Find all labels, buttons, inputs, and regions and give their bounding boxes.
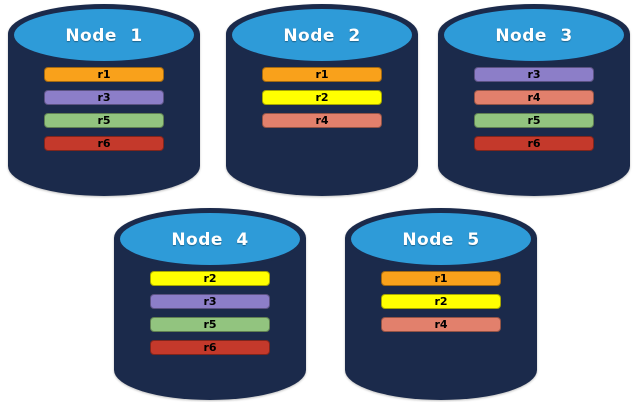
replica-bar-label: r5 bbox=[203, 318, 217, 331]
replica-bar-r3: r3 bbox=[474, 67, 594, 82]
replica-bar-label: r6 bbox=[527, 137, 541, 150]
node-4-replica-list: r2 r3 r5 r6 bbox=[150, 271, 270, 355]
node-5-replica-list: r1 r2 r4 bbox=[381, 271, 501, 332]
node-2-title: Node 2 bbox=[283, 26, 361, 46]
replica-bar-r5: r5 bbox=[474, 113, 594, 128]
replica-bar-label: r1 bbox=[97, 68, 111, 81]
replica-bar-label: r2 bbox=[434, 295, 448, 308]
replica-bar-r2: r2 bbox=[381, 294, 501, 309]
node-2-replica-list: r1 r2 r4 bbox=[262, 67, 382, 128]
node-3-cylinder: Node 3 r3 r4 r5 r6 bbox=[438, 4, 630, 196]
replica-bar-label: r3 bbox=[203, 295, 217, 308]
replica-bar-r5: r5 bbox=[150, 317, 270, 332]
node-3-replica-list: r3 r4 r5 r6 bbox=[474, 67, 594, 151]
replica-bar-r1: r1 bbox=[44, 67, 164, 82]
replica-bar-r6: r6 bbox=[44, 136, 164, 151]
node-4-cylinder: Node 4 r2 r3 r5 r6 bbox=[114, 208, 306, 400]
replica-bar-r1: r1 bbox=[381, 271, 501, 286]
node-5-cylinder-top: Node 5 bbox=[348, 210, 534, 268]
replica-bar-label: r4 bbox=[315, 114, 329, 127]
replica-bar-r3: r3 bbox=[150, 294, 270, 309]
node-1-cylinder: Node 1 r1 r3 r5 r6 bbox=[8, 4, 200, 196]
replica-bar-label: r6 bbox=[203, 341, 217, 354]
replica-bar-r6: r6 bbox=[474, 136, 594, 151]
replica-bar-label: r1 bbox=[434, 272, 448, 285]
replica-bar-label: r1 bbox=[315, 68, 329, 81]
replica-bar-r5: r5 bbox=[44, 113, 164, 128]
replica-bar-r2: r2 bbox=[262, 90, 382, 105]
node-3-cylinder-top: Node 3 bbox=[441, 6, 627, 64]
replica-bar-r2: r2 bbox=[150, 271, 270, 286]
replica-bar-label: r2 bbox=[203, 272, 217, 285]
node-1-replica-list: r1 r3 r5 r6 bbox=[44, 67, 164, 151]
node-5-title: Node 5 bbox=[402, 230, 480, 250]
replica-bar-label: r4 bbox=[527, 91, 541, 104]
replica-bar-label: r4 bbox=[434, 318, 448, 331]
replica-bar-label: r5 bbox=[97, 114, 111, 127]
node-1-title: Node 1 bbox=[65, 26, 143, 46]
replica-bar-label: r2 bbox=[315, 91, 329, 104]
node-2-cylinder-top: Node 2 bbox=[229, 6, 415, 64]
node-2-cylinder: Node 2 r1 r2 r4 bbox=[226, 4, 418, 196]
replica-bar-label: r3 bbox=[97, 91, 111, 104]
node-5-cylinder: Node 5 r1 r2 r4 bbox=[345, 208, 537, 400]
replica-bar-label: r5 bbox=[527, 114, 541, 127]
replica-bar-r3: r3 bbox=[44, 90, 164, 105]
node-3-title: Node 3 bbox=[495, 26, 573, 46]
replica-bar-r6: r6 bbox=[150, 340, 270, 355]
replica-bar-r4: r4 bbox=[262, 113, 382, 128]
node-4-cylinder-top: Node 4 bbox=[117, 210, 303, 268]
node-4-title: Node 4 bbox=[171, 230, 249, 250]
replica-bar-label: r3 bbox=[527, 68, 541, 81]
replica-bar-r1: r1 bbox=[262, 67, 382, 82]
replica-bar-r4: r4 bbox=[381, 317, 501, 332]
node-1-cylinder-top: Node 1 bbox=[11, 6, 197, 64]
replica-bar-r4: r4 bbox=[474, 90, 594, 105]
replica-bar-label: r6 bbox=[97, 137, 111, 150]
